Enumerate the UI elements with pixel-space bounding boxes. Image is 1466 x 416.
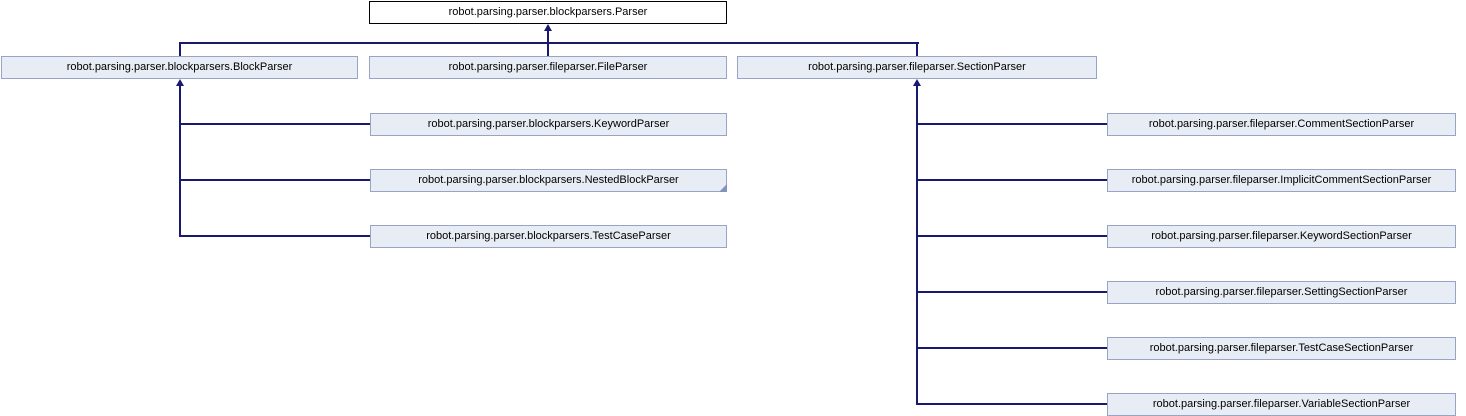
node-nested-block-parser[interactable]: robot.parsing.parser.blockparsers.Nested… xyxy=(370,169,727,192)
edge-branch-settingsectionparser xyxy=(916,291,1107,293)
node-implicit-comment-section-parser[interactable]: robot.parsing.parser.fileparser.Implicit… xyxy=(1107,169,1456,192)
edge-branch-nestedblockparser xyxy=(179,179,370,181)
node-test-case-section-parser[interactable]: robot.parsing.parser.fileparser.TestCase… xyxy=(1107,337,1456,360)
arrowhead-up-sectionparser xyxy=(913,79,921,86)
node-parser: robot.parsing.parser.blockparsers.Parser xyxy=(369,1,727,24)
node-file-parser[interactable]: robot.parsing.parser.fileparser.FilePars… xyxy=(369,56,727,79)
node-comment-section-parser[interactable]: robot.parsing.parser.fileparser.CommentS… xyxy=(1107,113,1456,136)
arrowhead-up-blockparser xyxy=(176,79,184,86)
edge-sectionparser-trunk xyxy=(916,85,918,405)
node-setting-section-parser[interactable]: robot.parsing.parser.fileparser.SettingS… xyxy=(1107,281,1456,304)
node-keyword-section-parser[interactable]: robot.parsing.parser.fileparser.KeywordS… xyxy=(1107,225,1456,248)
edge-branch-testcasesectionparser xyxy=(916,347,1107,349)
truncated-subclasses-marker xyxy=(719,184,727,192)
node-variable-section-parser[interactable]: robot.parsing.parser.fileparser.Variable… xyxy=(1107,393,1456,416)
edge-branch-commentsectionparser xyxy=(916,123,1107,125)
edge-branch-keywordparser xyxy=(179,123,370,125)
node-section-parser[interactable]: robot.parsing.parser.fileparser.SectionP… xyxy=(737,56,1097,79)
edge-branch-keywordsectionparser xyxy=(916,235,1107,237)
edge-rail-blockparser xyxy=(179,43,181,56)
edge-blockparser-trunk xyxy=(179,85,181,237)
node-test-case-parser[interactable]: robot.parsing.parser.blockparsers.TestCa… xyxy=(370,225,727,248)
edge-branch-testcaseparser xyxy=(179,235,370,237)
arrowhead-up-parser xyxy=(544,24,552,31)
edge-branch-implicitcommentsectionparser xyxy=(916,179,1107,181)
node-block-parser[interactable]: robot.parsing.parser.blockparsers.BlockP… xyxy=(1,56,358,79)
edge-parser-children-rail xyxy=(179,42,919,44)
edge-rail-sectionparser xyxy=(916,43,918,56)
edge-branch-variablesectionparser xyxy=(916,403,1107,405)
node-keyword-parser[interactable]: robot.parsing.parser.blockparsers.Keywor… xyxy=(370,113,727,136)
